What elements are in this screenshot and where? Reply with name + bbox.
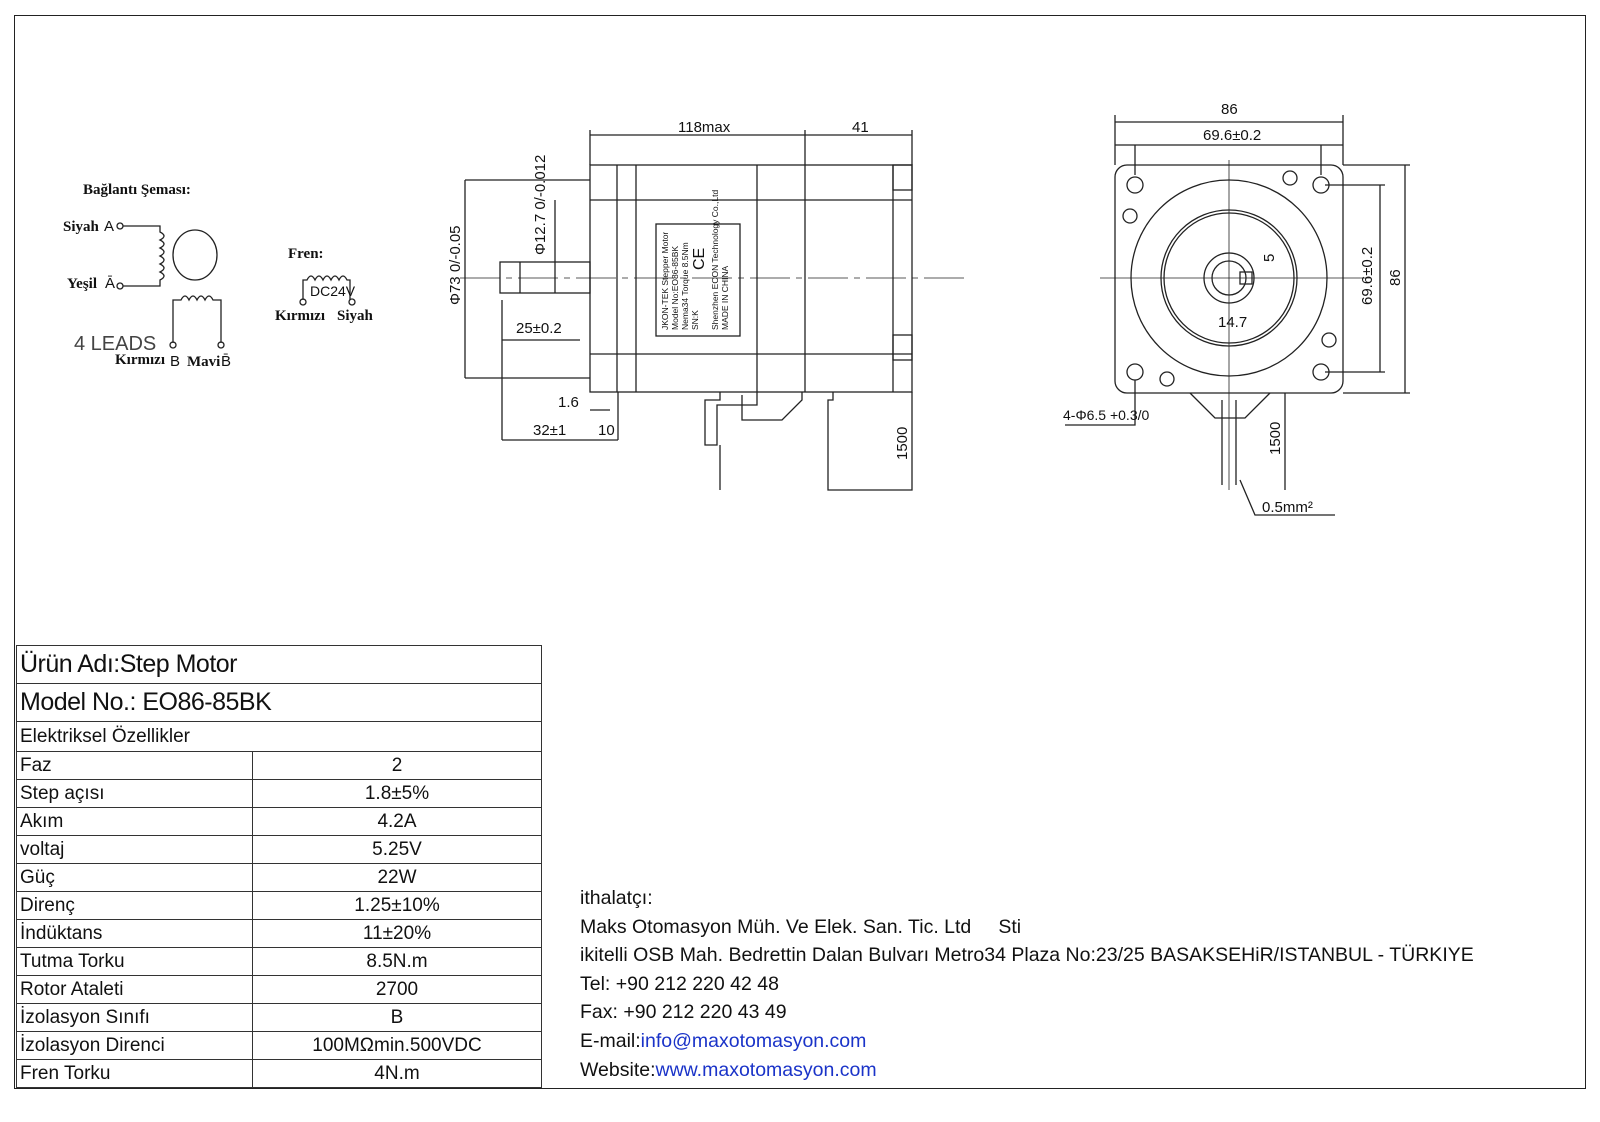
spec-value: 4N.m xyxy=(252,1059,542,1088)
label-line: Model No:EO86-85BK xyxy=(670,246,680,330)
spec-value: 2 xyxy=(252,751,542,780)
dim-length: 118max xyxy=(678,119,731,136)
spec-label: Direnç xyxy=(16,891,253,920)
spec-value: 2700 xyxy=(252,975,542,1004)
dim-rear: 41 xyxy=(852,119,869,136)
dim-86-vertical: 86 xyxy=(1387,269,1404,286)
email-line: E-mail:info@maxotomasyon.com xyxy=(580,1027,1474,1056)
address: ikitelli OSB Mah. Bedrettin Dalan Bulvar… xyxy=(580,944,1474,967)
dim-shaft-dia: Φ12.7 0/-0.012 xyxy=(532,155,549,255)
spec-label: Akım xyxy=(16,807,253,836)
spec-value: 11±20% xyxy=(252,919,542,948)
lead-yesil: Yeşil xyxy=(67,276,97,292)
spec-label: Güç xyxy=(16,863,253,892)
lead-b-bar: B̄ xyxy=(221,353,231,370)
spec-table: Ürün Adı:Step Motor Model No.: EO86-85BK… xyxy=(16,645,542,1088)
email-label: E-mail: xyxy=(580,1029,641,1052)
page-frame xyxy=(14,15,1586,1089)
email-link[interactable]: info@maxotomasyon.com xyxy=(640,1029,867,1052)
dim-pilot: Φ73 0/-0.05 xyxy=(447,225,464,305)
brake-siyah: Siyah xyxy=(337,308,374,324)
website-label: Website: xyxy=(580,1058,656,1081)
phone: Tel: +90 212 220 42 48 xyxy=(580,972,779,995)
spec-label: İzolasyon Direnci xyxy=(16,1031,253,1060)
lead-siyah: Siyah xyxy=(63,219,100,235)
website-line: Website:www.maxotomasyon.com xyxy=(580,1056,1474,1085)
spec-label: İndüktans xyxy=(16,919,253,948)
spec-value: 1.8±5% xyxy=(252,779,542,808)
dim-147: 14.7 xyxy=(1218,314,1247,331)
brake-title: Fren: xyxy=(288,246,324,262)
dim-flange: 1.6 xyxy=(558,394,579,411)
spec-value: 4.2A xyxy=(252,807,542,836)
spec-value: B xyxy=(252,1003,542,1032)
dim-696-vertical: 69.6±0.2 xyxy=(1359,247,1376,305)
dim-cable: 1500 xyxy=(894,427,911,460)
dim-shaft-length: 32±1 xyxy=(533,422,566,439)
ce-mark: CE xyxy=(691,248,708,270)
brake-voltage: DC24V xyxy=(310,283,356,299)
label-line: JKON-TEK Stepper Motor xyxy=(660,232,670,330)
model-number: Model No.: EO86-85BK xyxy=(16,683,542,722)
motor-side-view: JKON-TEK Stepper Motor Model No:EO86-85B… xyxy=(447,119,970,491)
fax: Fax: +90 212 220 43 49 xyxy=(580,1001,787,1024)
lead-b: B xyxy=(170,353,180,370)
dim-5: 5 xyxy=(1261,254,1278,262)
importer-info: ithalatçı: Maks Otomasyon Müh. Ve Elek. … xyxy=(580,884,1474,1084)
dim-wire: 0.5mm² xyxy=(1262,499,1313,516)
dim-holes: 4-Φ6.5 +0.3/0 xyxy=(1063,407,1149,423)
spec-value: 5.25V xyxy=(252,835,542,864)
lead-a-bar: Ā xyxy=(105,275,115,292)
brake-kirmizi: Kırmızı xyxy=(275,308,325,324)
technical-drawing: Bağlantı Şeması: Siyah A Yeşil Ā 4 LEADS… xyxy=(63,101,1410,516)
lead-kirmizi: Kırmızı xyxy=(115,352,165,368)
dim-10: 10 xyxy=(598,422,615,439)
product-name: Ürün Adı:Step Motor xyxy=(16,645,542,684)
label-line: Shenzhen ECON Technology Co.,Ltd xyxy=(710,190,720,330)
company-name: Maks Otomasyon Müh. Ve Elek. San. Tic. L… xyxy=(580,915,1022,938)
spec-label: Faz xyxy=(16,751,253,780)
dim-cable-front: 1500 xyxy=(1267,422,1284,455)
schema-title: Bağlantı Şeması: xyxy=(83,182,191,198)
lead-a: A xyxy=(104,218,114,235)
spec-label: Step açısı xyxy=(16,779,253,808)
label-line: SN:K xyxy=(690,310,700,330)
dim-696: 69.6±0.2 xyxy=(1203,127,1261,144)
spec-label: İzolasyon Sınıfı xyxy=(16,1003,253,1032)
label-line: MADE IN CHINA xyxy=(720,265,730,330)
connection-schema: Bağlantı Şeması: Siyah A Yeşil Ā 4 LEADS… xyxy=(63,182,374,370)
spec-label: voltaj xyxy=(16,835,253,864)
label-line: Nema34 Torque 8.5Nm xyxy=(680,242,690,330)
lead-mavi: Mavi xyxy=(187,354,220,370)
spec-label: Fren Torku xyxy=(16,1059,253,1088)
spec-value: 100MΩmin.500VDC xyxy=(252,1031,542,1060)
website-link[interactable]: www.maxotomasyon.com xyxy=(655,1058,877,1081)
dim-key: 25±0.2 xyxy=(516,320,562,337)
spec-label: Rotor Ataleti xyxy=(16,975,253,1004)
motor-front-view: 86 69.6±0.2 69.6±0.2 86 5 14.7 4-Φ6.5 +0… xyxy=(1063,101,1410,516)
spec-label: Tutma Torku xyxy=(16,947,253,976)
dim-86: 86 xyxy=(1221,101,1238,118)
spec-value: 22W xyxy=(252,863,542,892)
spec-value: 1.25±10% xyxy=(252,891,542,920)
importer-label: ithalatçı: xyxy=(580,887,653,909)
section-header: Elektriksel Özellikler xyxy=(16,721,542,752)
spec-value: 8.5N.m xyxy=(252,947,542,976)
leads-label: 4 LEADS xyxy=(74,333,156,355)
